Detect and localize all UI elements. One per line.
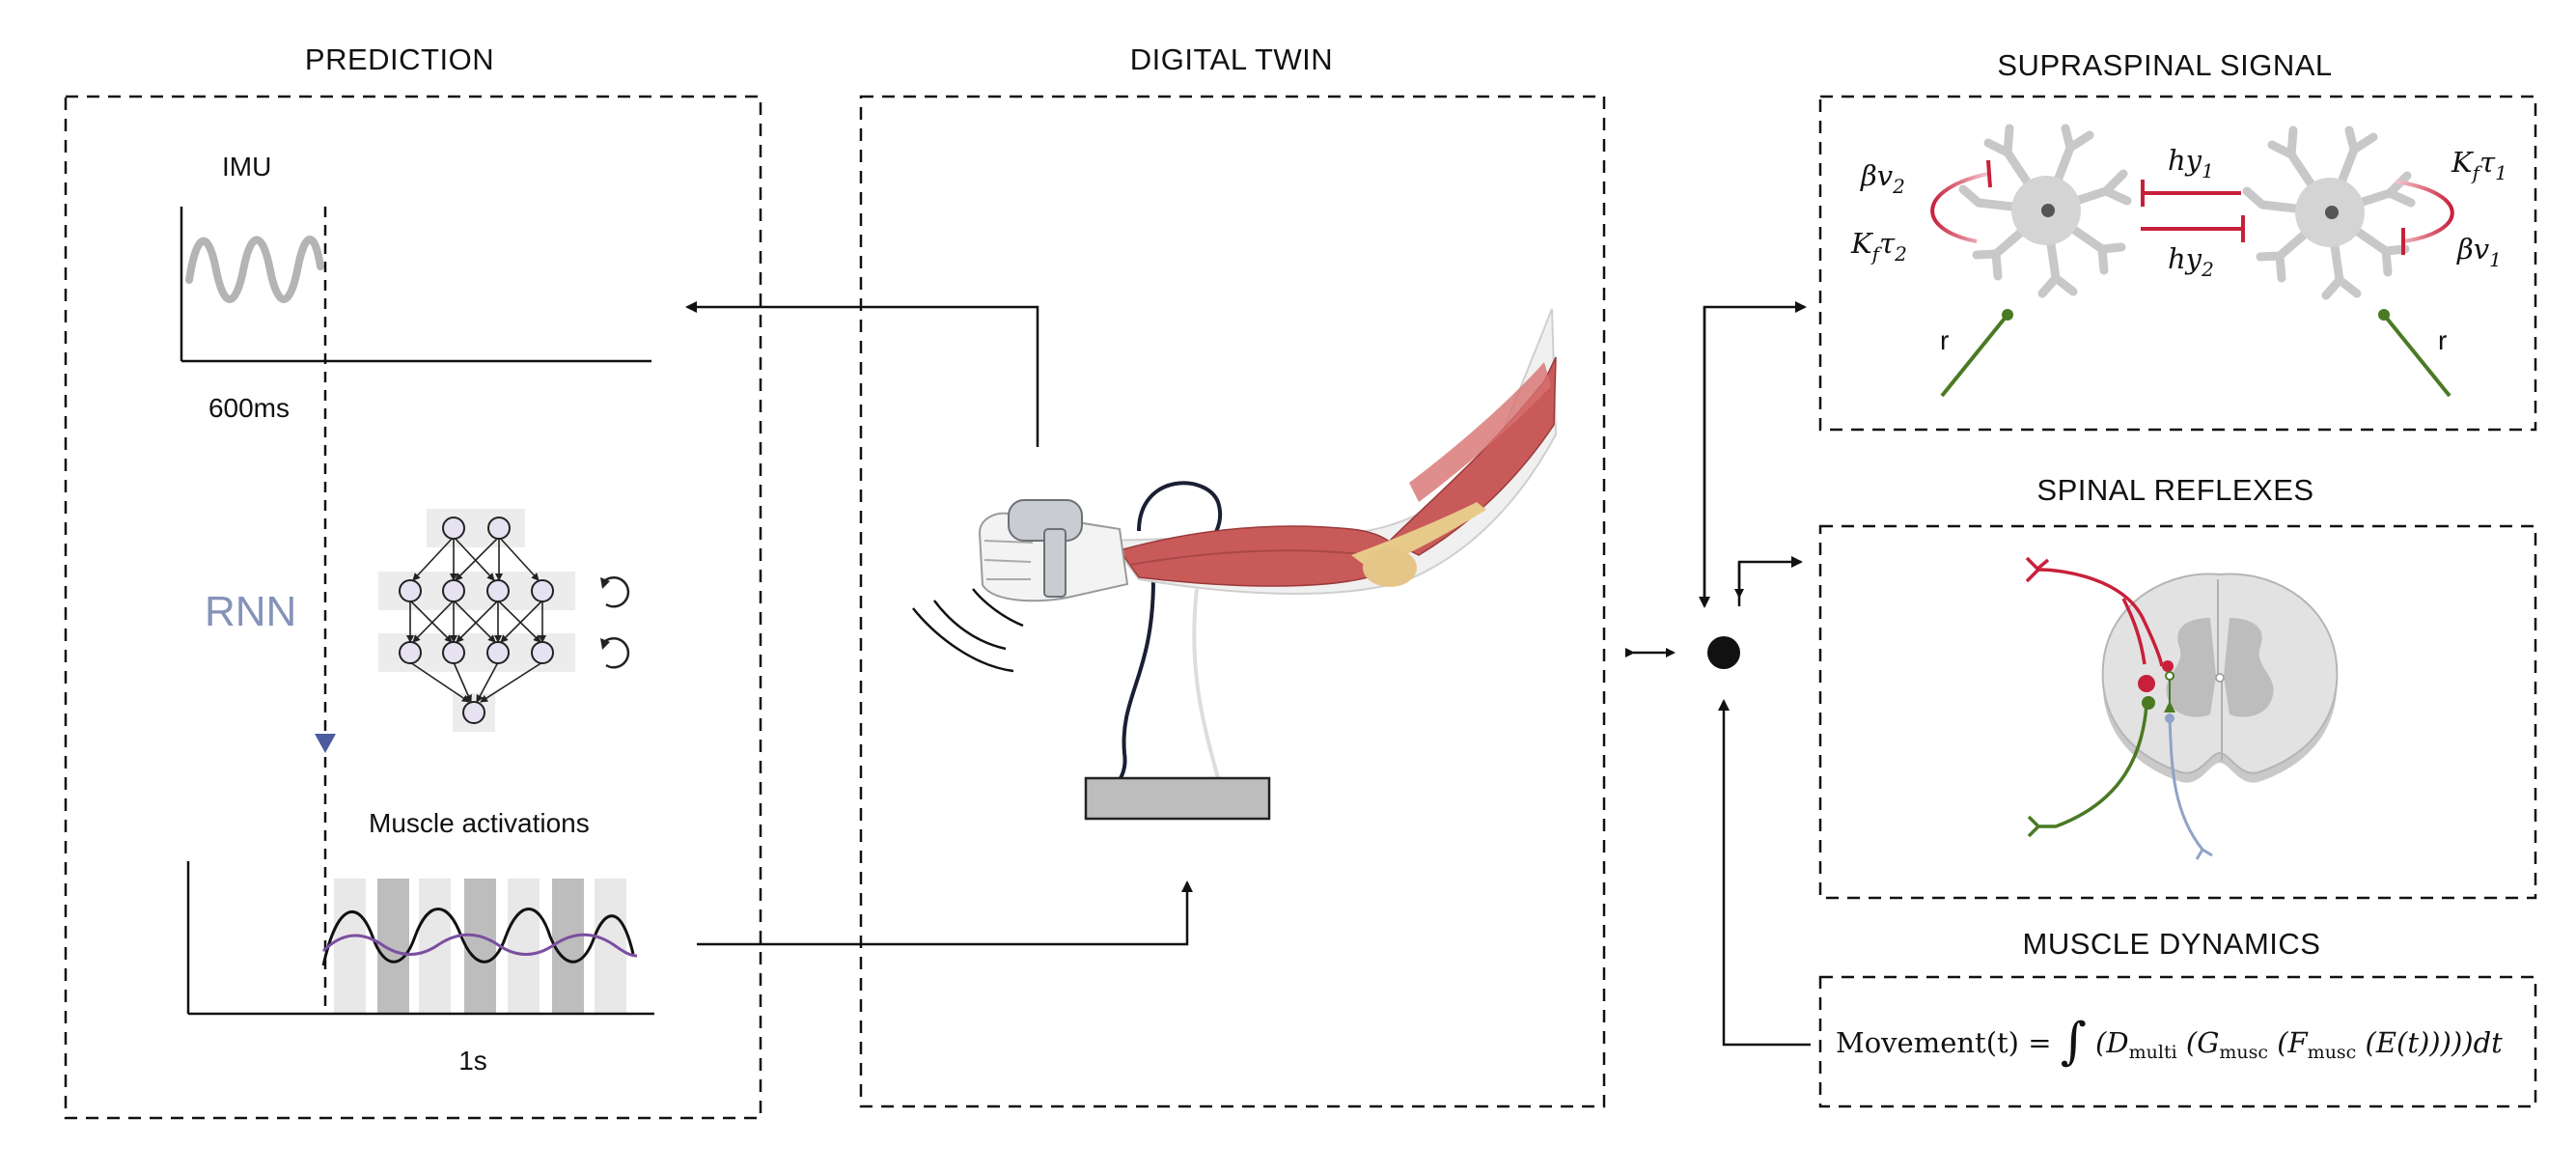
imu-signal (185, 236, 324, 303)
self-inhibition-right (2395, 180, 2454, 243)
activations-window-label: 1s (458, 1046, 487, 1076)
activations-plot (186, 861, 654, 1016)
arm-icon (912, 308, 1558, 821)
imu-window-label: 600ms (208, 393, 290, 423)
digital-twin-heading: DIGITAL TWIN (1130, 42, 1333, 76)
label-r-right: r (2438, 325, 2447, 355)
neural-network-icon (378, 509, 630, 732)
integration-node (1707, 636, 1740, 669)
label-hy1: hy1 (2168, 144, 2214, 182)
spinal-panel (1818, 524, 2537, 900)
imu-sensor-icon (1008, 499, 1083, 598)
supraspinal-heading: SUPRASPINAL SIGNAL (1997, 48, 2332, 82)
activations-label: Muscle activations (369, 808, 590, 838)
self-inhibition-left (1930, 172, 1989, 243)
label-hy2: hy2 (2168, 242, 2214, 281)
supraspinal-panel (1818, 95, 2537, 432)
spinal-cord-icon (2025, 556, 2339, 860)
spinal-heading: SPINAL REFLEXES (2036, 473, 2313, 507)
label-kf-tau2: Kfτ2 (1850, 227, 1907, 266)
twin-to-imu-arrow (685, 301, 1039, 447)
emg-base (1084, 776, 1271, 821)
movement-equation: Movement(t) = ∫ (Dmulti (Gmusc (Fmusc (E… (1836, 1013, 2503, 1071)
neuron-icon (1958, 124, 2132, 298)
rnn-label: RNN (205, 588, 296, 635)
muscle-dynamics-heading: MUSCLE DYNAMICS (2023, 927, 2321, 961)
digital-twin-panel (859, 95, 1606, 1108)
imu-label: IMU (222, 152, 271, 182)
activations-to-twin-arrow (697, 880, 1193, 946)
label-beta-v1: βv1 (2456, 233, 2502, 271)
input-r-left (1940, 313, 2009, 398)
prediction-panel (64, 95, 762, 1120)
node-to-supraspinal-arrow (1703, 301, 1807, 597)
input-r-right (2382, 313, 2451, 398)
activation-signal-purple (321, 933, 638, 958)
activation-signal-black (321, 908, 635, 966)
imu-plot (180, 207, 651, 363)
label-kf-tau1: Kfτ1 (2451, 146, 2507, 184)
muscle-dynamics-panel (1818, 975, 2537, 1108)
prediction-heading: PREDICTION (305, 42, 494, 76)
neuron-icon (2242, 126, 2416, 300)
dynamics-to-node-arrow (1718, 699, 1811, 1047)
node-to-spinal-arrow (1737, 556, 1803, 606)
label-r-left: r (1940, 325, 1949, 355)
label-beta-v2: βv2 (1860, 159, 1905, 198)
